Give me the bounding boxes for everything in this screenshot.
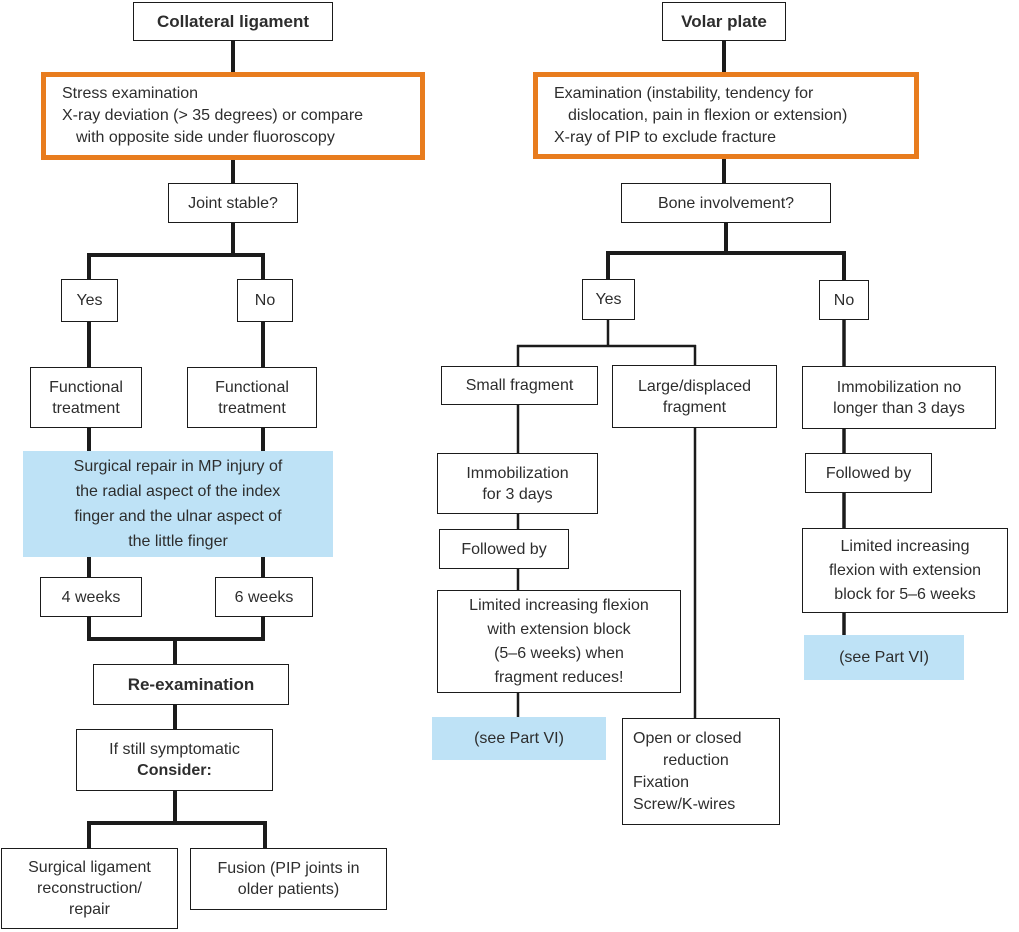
node-open-closed-reduction: Open or closed reduction Fixation Screw/… <box>622 718 780 825</box>
node-surgical-reconstruction: Surgical ligament reconstruction/ repair <box>1 848 178 929</box>
node-immobilization-3-days: Immobilization for 3 days <box>437 453 598 514</box>
node-collateral-yes: Yes <box>61 279 118 322</box>
node-limited-flexion-small: Limited increasing flexion with extensio… <box>437 590 681 693</box>
node-6-weeks: 6 weeks <box>215 577 313 617</box>
node-small-fragment: Small fragment <box>441 366 598 405</box>
exam-line: X-ray deviation (> 35 degrees) or compar… <box>62 107 364 124</box>
volar-yes-connectors <box>516 320 697 719</box>
exam-line: with opposite side under fluoroscopy <box>76 129 335 146</box>
node-large-displaced-fragment: Large/displaced fragment <box>612 365 777 428</box>
node-volar-title: Volar plate <box>662 2 786 41</box>
node-4-weeks: 4 weeks <box>40 577 142 617</box>
symptomatic-line: If still symptomatic <box>109 741 240 758</box>
node-volar-exam: Examination (instability, tendency for d… <box>533 72 919 159</box>
collateral-connectors <box>87 41 267 849</box>
node-collateral-no: No <box>237 279 293 322</box>
node-functional-treatment-right: Functional treatment <box>187 367 317 428</box>
exam-line: X-ray of PIP to exclude fracture <box>554 128 777 146</box>
node-see-part-vi-left: (see Part VI) <box>432 717 606 760</box>
volar-main-connectors <box>606 41 846 281</box>
node-surgical-repair-note: Surgical repair in MP injury of the radi… <box>23 451 333 557</box>
node-joint-stable-question: Joint stable? <box>168 183 298 223</box>
node-reexamination: Re-examination <box>93 664 289 705</box>
exam-line: dislocation, pain in flexion or extensio… <box>568 106 848 124</box>
node-functional-treatment-left: Functional treatment <box>30 367 142 428</box>
exam-line: Examination (instability, tendency for <box>554 84 814 102</box>
node-fusion: Fusion (PIP joints in older patients) <box>190 848 387 910</box>
node-volar-no: No <box>819 280 869 320</box>
node-see-part-vi-right: (see Part VI) <box>804 635 964 680</box>
node-if-still-symptomatic: If still symptomatic Consider: <box>76 729 273 791</box>
node-collateral-title: Collateral ligament <box>133 2 333 41</box>
node-limited-flexion-no: Limited increasing flexion with extensio… <box>802 528 1008 613</box>
exam-line: Stress examination <box>62 85 199 102</box>
node-followed-by-left: Followed by <box>439 529 569 569</box>
reduction-line: Screw/K-wires <box>633 795 736 813</box>
node-immobilization-no-longer: Immobilization no longer than 3 days <box>802 366 996 429</box>
node-bone-involvement-question: Bone involvement? <box>621 183 831 223</box>
node-collateral-exam: Stress examination X-ray deviation (> 35… <box>41 72 425 160</box>
reduction-line: Open or closed <box>633 729 742 747</box>
reduction-line: Fixation <box>633 773 690 791</box>
consider-line: Consider: <box>137 762 212 779</box>
node-volar-yes: Yes <box>582 279 635 320</box>
reduction-line: reduction <box>663 751 729 769</box>
node-followed-by-right: Followed by <box>805 453 932 493</box>
